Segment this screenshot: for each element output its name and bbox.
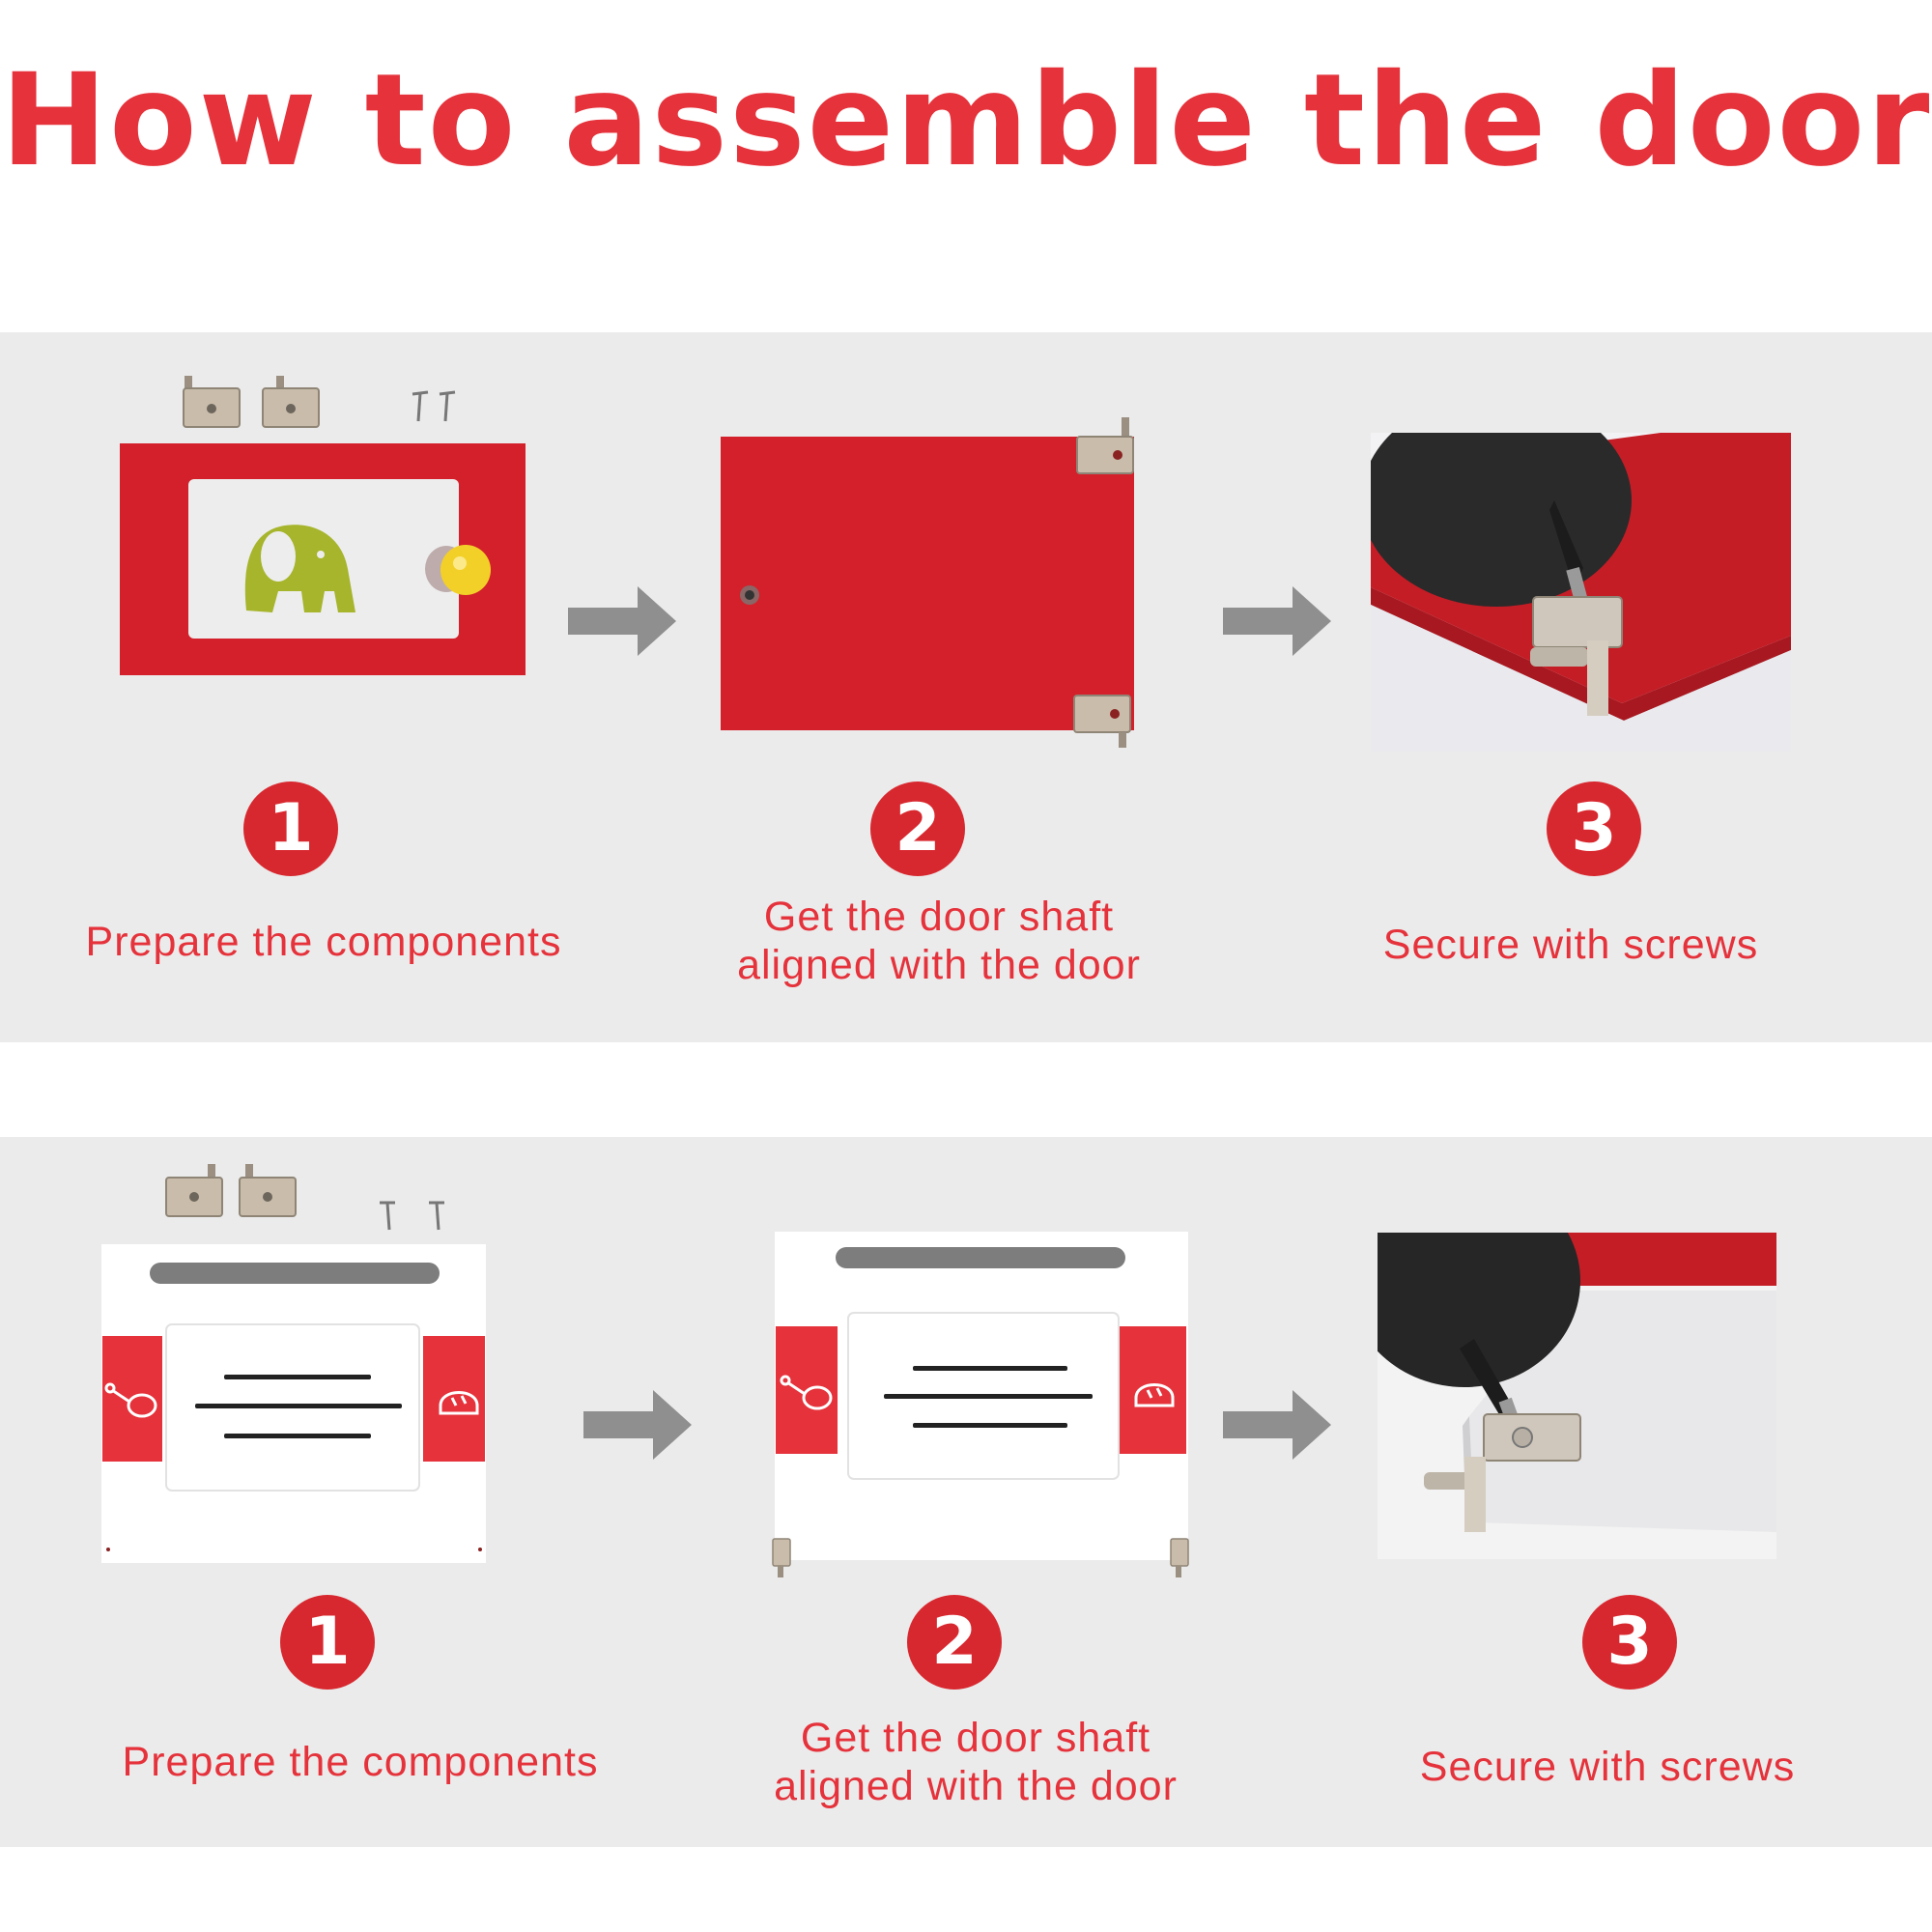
- drumstick-icon: [780, 1375, 833, 1410]
- screw-icon: [380, 1201, 444, 1231]
- hinge-icon: [239, 1164, 297, 1217]
- step-1-image: [101, 1164, 486, 1563]
- hinge-icon: [1073, 695, 1131, 748]
- step-badge-2: 2: [907, 1595, 1002, 1690]
- step-label-3: Secure with screws: [1382, 922, 1759, 968]
- arrow-right-icon: [1223, 586, 1331, 656]
- step-badge-1: 1: [243, 781, 338, 876]
- arrow-right-icon: [1223, 1390, 1331, 1460]
- step-3-image: [1378, 1233, 1776, 1559]
- step-badge-1: 1: [280, 1595, 375, 1690]
- screw-icon: [412, 390, 456, 422]
- arrow-right-icon: [568, 586, 676, 656]
- step-label-3: Secure with screws: [1419, 1744, 1796, 1790]
- step-1-image: [120, 376, 526, 675]
- step-3-image: [1371, 433, 1791, 752]
- page-title: How to assemble the door: [0, 46, 1932, 195]
- step-2-image: [721, 417, 1134, 748]
- step-badge-3: 3: [1582, 1595, 1677, 1690]
- step-badge-3: 3: [1547, 781, 1641, 876]
- section-red-door: 1 2 3 Prepare the components Get the doo…: [0, 332, 1932, 1042]
- step-badge-2: 2: [870, 781, 965, 876]
- bread-icon: [439, 1391, 479, 1415]
- bread-icon: [1134, 1383, 1175, 1407]
- arrow-right-icon: [583, 1390, 692, 1460]
- hinge-icon: [1170, 1538, 1189, 1577]
- hinge-icon: [183, 376, 241, 428]
- section-white-door: 1 2 3 Prepare the components Get the doo…: [0, 1137, 1932, 1847]
- elephant-icon: [244, 525, 355, 612]
- hinge-icon: [165, 1164, 223, 1217]
- hinge-icon: [1076, 417, 1134, 474]
- hinge-icon: [262, 376, 320, 428]
- step-label-2: Get the door shaft aligned with the door: [774, 1715, 1178, 1809]
- step-label-1: Prepare the components: [85, 919, 562, 965]
- step-label-1: Prepare the components: [122, 1739, 599, 1785]
- drumstick-icon: [104, 1382, 157, 1418]
- hinge-icon: [772, 1538, 791, 1577]
- step-2-image: [772, 1232, 1189, 1577]
- step-label-2: Get the door shaft aligned with the door: [737, 894, 1141, 988]
